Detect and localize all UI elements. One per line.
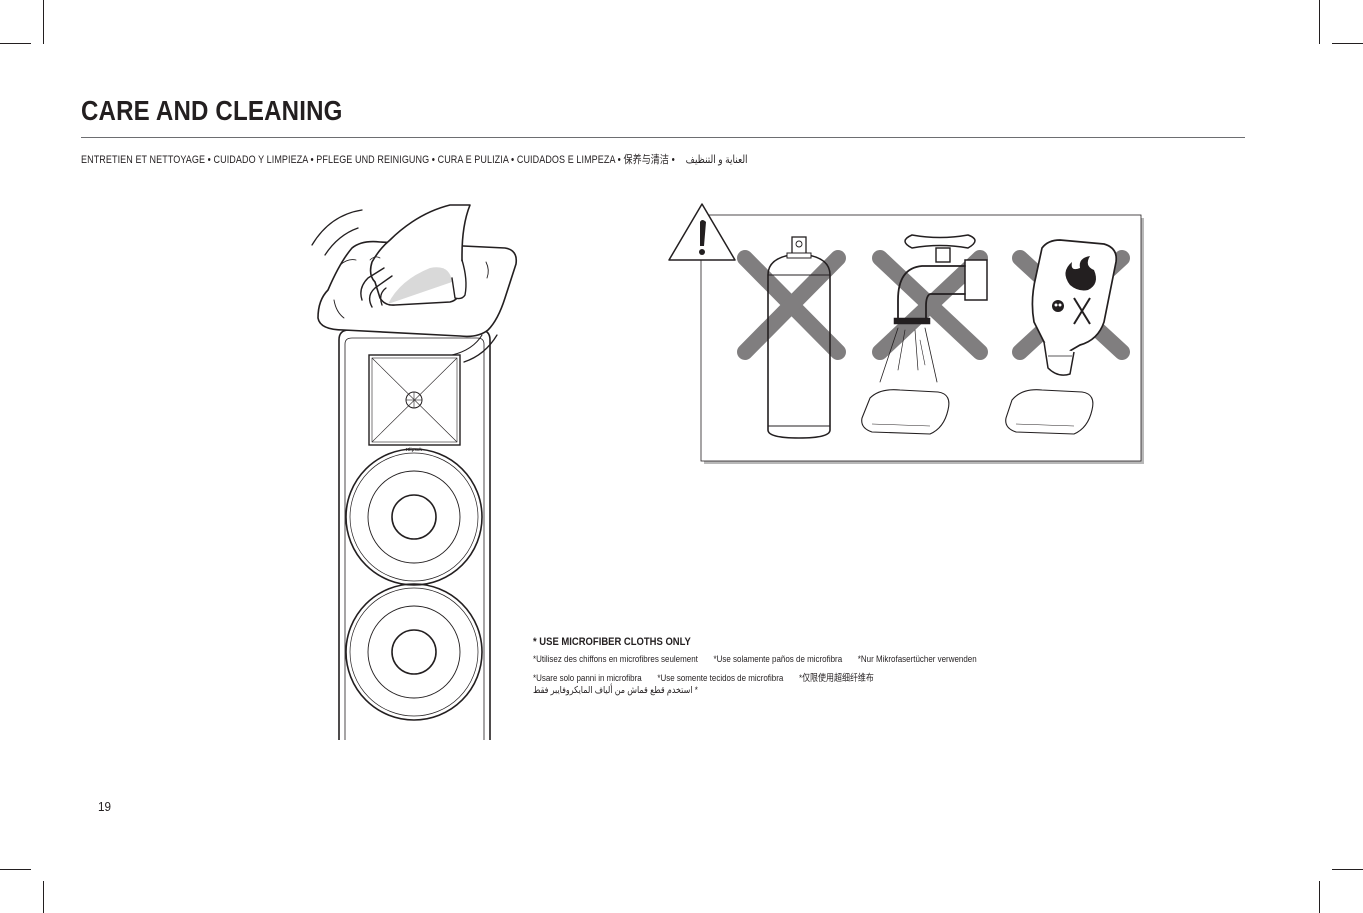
microfiber-note-line-1: *Utilisez des chiffons en microfibres se… xyxy=(533,654,990,665)
water-faucet-icon xyxy=(879,234,988,383)
subtitle-arabic: العناية و التنظيف xyxy=(685,154,748,166)
speaker-logo: Klipsch xyxy=(406,447,423,452)
page-title: CARE AND CLEANING xyxy=(81,95,343,126)
warning-triangle-icon xyxy=(668,203,736,261)
crop-mark xyxy=(1332,43,1363,44)
note-text-es: *Use solamente paños de microfibra xyxy=(713,654,843,665)
hand-with-cloth-icon xyxy=(311,204,518,363)
crop-mark xyxy=(43,0,44,44)
note-text-pt: *Use somente tecidos de microfibra xyxy=(657,673,784,684)
crop-mark xyxy=(1319,881,1320,913)
crop-mark xyxy=(0,43,31,44)
microfiber-note-heading: * USE MICROFIBER CLOTHS ONLY xyxy=(533,636,691,648)
crop-mark xyxy=(1332,869,1363,870)
cloth-icon xyxy=(861,389,950,435)
cloth-icon xyxy=(1005,389,1094,435)
note-text-ar: * استخدم قطع قماش من ألياف المايكروفايبر… xyxy=(533,685,698,696)
crop-mark xyxy=(43,881,44,913)
chemical-bottle-icon xyxy=(1031,239,1118,376)
title-divider xyxy=(81,137,1245,138)
note-text-zh: *仅限使用超细纤维布 xyxy=(798,673,874,684)
note-text-fr: *Utilisez des chiffons en microfibres se… xyxy=(533,654,698,665)
microfiber-note-line-2: *Usare solo panni in microfibra *Use som… xyxy=(533,670,887,684)
crop-mark xyxy=(0,869,31,870)
subtitle-text: ENTRETIEN ET NETTOYAGE • CUIDADO Y LIMPI… xyxy=(81,154,675,166)
note-text-it: *Usare solo panni in microfibra xyxy=(533,673,642,684)
spray-can-icon xyxy=(767,236,831,439)
speaker-illustration xyxy=(338,329,491,740)
prohibited-cross-icon xyxy=(737,250,1130,360)
page-subtitle: ENTRETIEN ET NETTOYAGE • CUIDADO Y LIMPI… xyxy=(81,151,748,167)
crop-mark xyxy=(1319,0,1320,44)
page-number: 19 xyxy=(98,799,112,814)
note-text-de: *Nur Mikrofasertücher verwenden xyxy=(857,654,977,665)
